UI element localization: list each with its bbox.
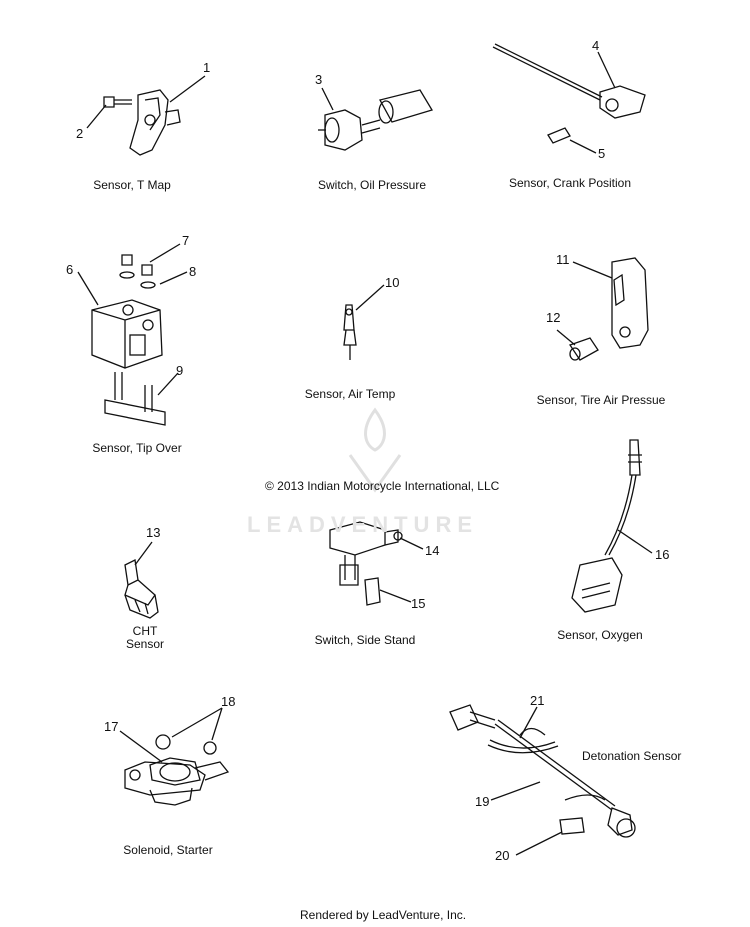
label-side-stand: Switch, Side Stand [314,633,416,647]
cht-sensor-part [124,559,159,619]
callout-leader-19 [490,781,541,801]
starter-solenoid-part [124,734,230,806]
callout-12: 12 [546,310,561,325]
label-t-map: Sensor, T Map [93,178,171,192]
callout-leader-10 [355,284,385,311]
footer-credit: Rendered by LeadVenture, Inc. [300,908,467,922]
callout-leader-21 [519,706,538,739]
callout-14: 14 [425,543,440,558]
label-cht-line1: CHT [132,624,158,638]
callout-18: 18 [221,694,236,709]
callout-leader-2 [86,104,107,129]
detonation-sensor-part [449,704,636,838]
callout-leader-18b [211,707,223,741]
callout-leader-18a [171,707,223,738]
callout-15: 15 [411,596,426,611]
label-tire-air: Sensor, Tire Air Pressue [536,393,666,407]
callout-2: 2 [76,126,84,141]
callout-13: 13 [146,525,161,540]
watermark-logo [348,407,402,493]
label-oil-pressure: Switch, Oil Pressure [317,178,427,192]
callout-6: 6 [66,262,74,277]
label-starter: Solenoid, Starter [123,843,213,857]
callout-8: 8 [189,264,197,279]
copyright-notice: © 2013 Indian Motorcycle International, … [265,479,500,493]
air-temp-sensor-part [343,304,357,360]
tip-over-sensor-part [91,254,166,426]
callout-4: 4 [592,38,600,53]
callout-leader-7 [149,243,181,263]
callout-leader-4 [597,51,616,89]
callout-11: 11 [556,252,570,267]
t-map-sensor-part [103,89,181,156]
callout-16: 16 [655,547,670,562]
side-stand-switch-part [329,521,403,606]
callout-leader-20 [515,831,563,856]
callout-19: 19 [475,794,490,809]
callout-leader-14 [399,537,424,550]
callout-leader-5 [569,139,597,154]
callout-17: 17 [104,719,119,734]
callout-9: 9 [176,363,184,378]
callout-leader-1 [169,75,206,103]
callout-leader-17 [119,730,163,763]
label-detonation: Detonation Sensor [582,749,682,763]
callout-21: 21 [530,693,545,708]
callout-3: 3 [315,72,323,87]
label-crank-position: Sensor, Crank Position [508,176,632,190]
callout-10: 10 [385,275,400,290]
callout-leader-12 [556,329,576,346]
oil-pressure-switch-part [318,89,433,151]
callout-leader-3 [321,87,334,111]
callout-20: 20 [495,848,510,863]
callout-7: 7 [182,233,190,248]
callout-leader-15 [379,589,412,603]
watermark-text: LEADVENTURE [247,512,479,537]
callout-leader-8 [159,271,188,285]
crank-position-sensor-part [492,43,646,144]
callout-leader-11 [572,261,613,279]
callout-leader-16 [617,529,653,554]
callout-leader-9 [157,372,179,396]
label-oxygen: Sensor, Oxygen [557,628,643,642]
callout-1: 1 [203,60,211,75]
label-air-temp: Sensor, Air Temp [304,387,396,401]
tire-air-sensor-part [568,257,649,361]
callout-5: 5 [598,146,606,161]
callout-leader-6 [77,271,99,306]
label-cht-line2: Sensor [125,637,165,651]
label-tip-over: Sensor, Tip Over [92,441,182,455]
oxygen-sensor-part [571,439,642,613]
callout-leader-13 [134,541,153,566]
